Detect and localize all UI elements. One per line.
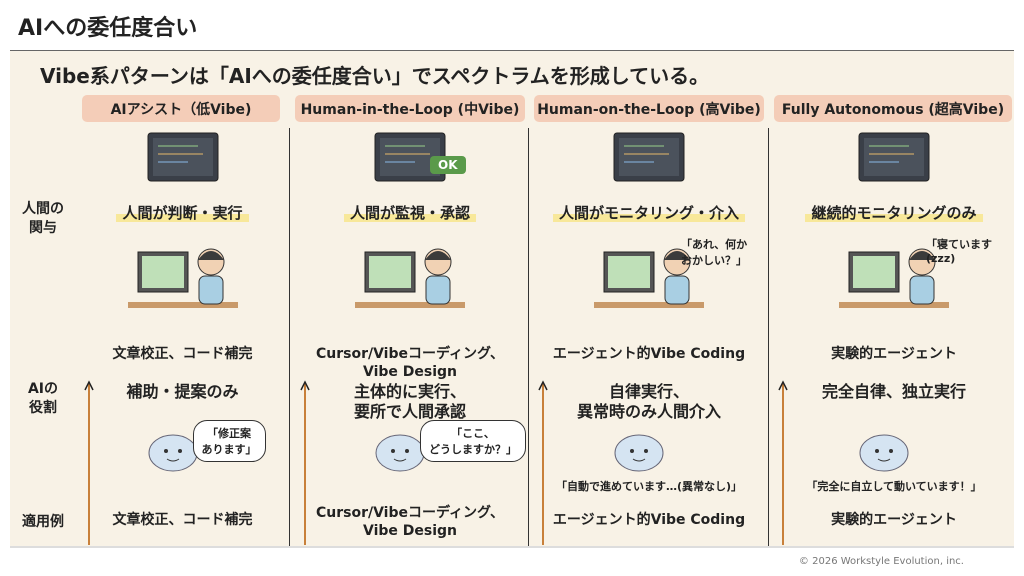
human-illustration-icon [127, 248, 238, 308]
example-top: Cursor/Vibeコーディング、 Vibe Design [315, 346, 505, 380]
human-role: 人間が判断・実行 [116, 204, 249, 222]
ai-speech-bubble: 「修正案 あります」 [192, 420, 266, 462]
human-speech-bubble: 「あれ、何か おかしい？」 [681, 238, 748, 267]
ai-speech-bubble: 「完全に自立して動いています！」 [806, 480, 982, 493]
human-illustration-icon [355, 248, 465, 308]
human-illustration-icon [839, 248, 949, 308]
delegation-arrow-icon [300, 380, 310, 545]
column-divider [289, 128, 290, 546]
slide-subtitle: Vibe系パターンは「AIへの委任度合い」でスペクトラムを形成している。 [40, 64, 710, 88]
ai-speech-bubble: 「自動で進めています…(異常なし)」 [555, 480, 743, 493]
ok-badge: OK [430, 156, 466, 174]
human-role: 継続的モニタリングのみ [805, 204, 983, 222]
tool-illustration-icon [147, 132, 218, 182]
example-bottom: エージェント的Vibe Coding [552, 512, 746, 528]
column-divider [528, 128, 529, 546]
human-role: 人間が監視・承認 [343, 204, 476, 222]
title-divider [10, 50, 1014, 51]
row-label-human: 人間の 関与 [22, 201, 64, 236]
delegation-arrow-icon [538, 380, 548, 545]
example-bottom: 実験的エージェント [831, 512, 957, 528]
ai-cloud-icon [859, 434, 909, 472]
copyright: © 2026 Workstyle Evolution, inc. [798, 556, 964, 567]
column-divider [768, 128, 769, 546]
column-header: Human-in-the-Loop (中Vibe) [295, 95, 525, 122]
example-bottom: Cursor/Vibeコーディング、 Vibe Design [315, 505, 505, 539]
ai-role: 完全自律、独立実行 [821, 382, 966, 401]
ai-role: 自律実行、 異常時のみ人間介入 [576, 382, 721, 421]
ai-cloud-icon [614, 434, 664, 472]
example-top: 実験的エージェント [831, 346, 957, 362]
ai-role: 主体的に実行、 要所で人間承認 [353, 382, 466, 421]
row-label-ai: AIの 役割 [27, 381, 59, 416]
ai-cloud-icon [148, 434, 197, 472]
row-label-example: 適用例 [22, 514, 64, 530]
example-bottom: 文章校正、コード補完 [112, 512, 253, 528]
page-title: AIへの委任度合い [18, 16, 198, 41]
example-top: 文章校正、コード補完 [112, 346, 253, 362]
tool-illustration-icon [613, 132, 685, 182]
column-header: AIアシスト（低Vibe) [82, 95, 280, 122]
human-illustration-icon [594, 248, 704, 308]
ai-role: 補助・提案のみ [126, 382, 239, 401]
human-role: 人間がモニタリング・介入 [552, 204, 745, 222]
column-header: Fully Autonomous (超高Vibe) [774, 95, 1012, 122]
tool-illustration-icon [858, 132, 930, 182]
delegation-arrow-icon [778, 380, 788, 545]
ai-speech-bubble: 「ここ、 どうしますか？」 [420, 420, 526, 462]
human-speech-bubble: 「寝ています (zzz) [926, 238, 992, 265]
column-header: Human-on-the-Loop (高Vibe) [534, 95, 764, 122]
delegation-arrow-icon [84, 380, 94, 545]
example-top: エージェント的Vibe Coding [552, 346, 746, 362]
